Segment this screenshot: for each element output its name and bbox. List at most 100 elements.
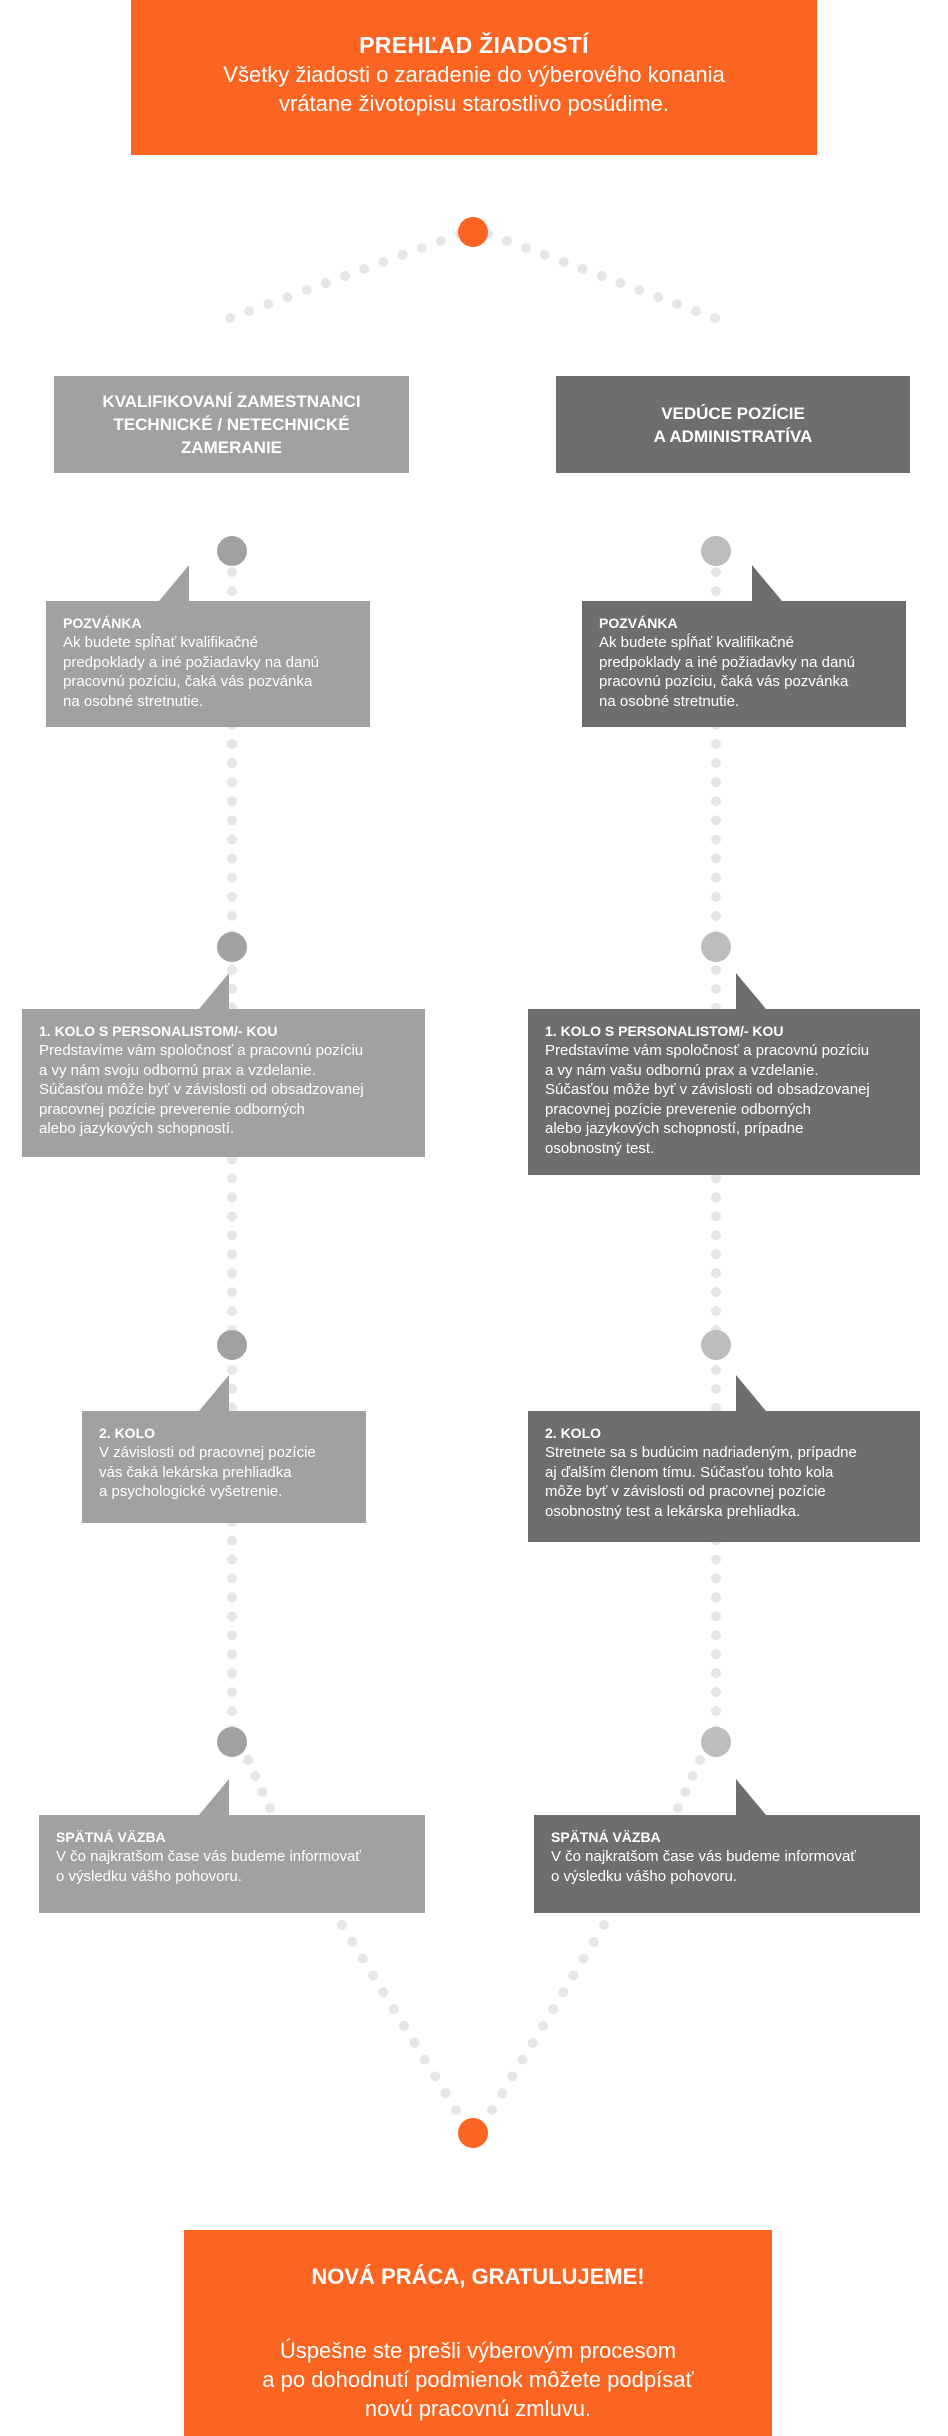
connector-dot (227, 1192, 237, 1203)
card-line: pracovnej pozície preverenie odborných (545, 1100, 811, 1118)
connector-dot (711, 1192, 721, 1203)
card-line: vás čaká lekárska prehliadka (99, 1463, 292, 1481)
connector-dot (711, 738, 721, 749)
connector-dot (634, 285, 645, 295)
end-node (458, 2118, 488, 2148)
connector-dot (227, 910, 237, 921)
connector-dot (397, 250, 408, 260)
connector-dot (227, 1630, 237, 1641)
card-line: môže byť v závislosti od pracovnej pozíc… (545, 1483, 826, 1500)
connector-dot (227, 758, 237, 769)
card-line: Súčasťou môže byť v závislosti od obsadz… (545, 1081, 870, 1098)
card-line: pracovnú pozíciu, čaká vás pozvánka (63, 673, 313, 690)
connector-dot (227, 777, 237, 788)
step-node-left (217, 1727, 247, 1757)
connector-dot (416, 243, 427, 253)
connector-dot (320, 278, 331, 288)
connector-dot (578, 1953, 589, 1964)
header-management-positions: VEDÚCE POZÍCIE A ADMINISTRATÍVA (556, 376, 910, 473)
start-node (458, 217, 488, 247)
card-line: a vy nám svoju odbornú prax a vzdelanie. (39, 1061, 316, 1079)
connector-dot (558, 1987, 569, 1998)
connector-dot (227, 1306, 237, 1317)
left-card-round-1: 1. KOLO S PERSONALISTOM/- KOU Predstavím… (22, 973, 425, 1157)
connector-dot (227, 1706, 237, 1717)
overview-banner: PREHĽAD ŽIADOSTÍ Všetky žiadosti o zarad… (131, 0, 817, 155)
connector-dot (227, 1249, 237, 1260)
connector-dot (568, 1970, 579, 1981)
card-line: predpoklady a iné požiadavky na danú (599, 653, 856, 671)
connector-dot (588, 1936, 599, 1947)
connector-dot (359, 264, 370, 274)
connector-dot (487, 2105, 497, 2115)
card-line: Predstavíme vám spoločnosť a pracovnú po… (39, 1042, 364, 1059)
left-card-round-2-title: 2. KOLO (99, 1425, 156, 1441)
connector-dot (250, 1771, 261, 1781)
connector-dot (517, 2054, 528, 2065)
step-node-right (701, 1727, 731, 1757)
connector-dot (527, 2037, 538, 2048)
connector-dot (368, 1970, 379, 1981)
connector-dot (711, 1383, 721, 1394)
card-line: o výsledku vášho pohovoru. (551, 1867, 737, 1885)
connector-dot (227, 1535, 237, 1546)
connector-dot (507, 2071, 518, 2082)
connector-dot (711, 1573, 721, 1584)
connector-dot (558, 257, 569, 267)
connector-dot (399, 2020, 410, 2031)
connector-dot (340, 271, 350, 281)
card-line: a vy nám vašu odbornú prax a vzdelanie. (545, 1061, 819, 1079)
right-card-invitation: POZVÁNKA Ak budete spĺňať kvalifikačné p… (582, 565, 906, 727)
connector-dot (711, 796, 721, 807)
connector-dot (227, 1287, 237, 1298)
new-job-banner: NOVÁ PRÁCA, GRATULUJEME! Úspešne ste pre… (184, 2230, 772, 2436)
connector-dot (227, 738, 237, 749)
connector-dot (227, 1573, 237, 1584)
connector-dot (378, 257, 389, 267)
connector-dot (227, 796, 237, 807)
card-line: pracovnú pozíciu, čaká vás pozvánka (599, 673, 849, 690)
card-line: predpoklady a iné požiadavky na danú (63, 653, 320, 671)
header-left-line-3: ZAMERANIE (180, 438, 283, 457)
left-card-round-2: 2. KOLO V závislosti od pracovnej pozíci… (82, 1375, 366, 1523)
connector-dot (711, 1230, 721, 1241)
connector-dot (227, 586, 237, 597)
connector-dot (711, 1249, 721, 1260)
connector-dot (673, 1803, 683, 1813)
connector-dot (227, 1687, 237, 1698)
header-right-line-2: A ADMINISTRATÍVA (653, 426, 813, 446)
step-node-left (217, 932, 247, 962)
connector-dot (711, 777, 721, 788)
card-line: V čo najkratšom čase vás budeme informov… (551, 1848, 856, 1865)
connector-dot (710, 313, 720, 323)
step-node-right (701, 932, 731, 962)
connector-dot (520, 243, 531, 253)
connector-dot (227, 1325, 237, 1335)
connector-dot (711, 834, 721, 845)
connector-dot (440, 2088, 451, 2099)
card-line: Ak budete spĺňať kvalifikačné (599, 634, 794, 651)
connector-dot (711, 891, 721, 902)
header-right-line-1: VEDÚCE POZÍCIE (661, 403, 805, 423)
connector-dot (711, 586, 721, 597)
connector-dot (548, 2004, 559, 2015)
connector-dot (430, 2071, 441, 2082)
connector-dot (691, 306, 702, 316)
card-line: osobnostný test a lekárska prehliadka. (545, 1502, 801, 1520)
new-job-line-3: novú pracovnú zmluvu. (364, 2396, 592, 2421)
card-line: Stretnete sa s budúcim nadriadeným, príp… (545, 1444, 857, 1461)
connector-dot (711, 1306, 721, 1317)
connector-dot (711, 758, 721, 769)
left-card-invitation-title: POZVÁNKA (63, 615, 142, 631)
connector-dot (711, 1211, 721, 1222)
connector-dot (711, 1554, 721, 1565)
card-line: V čo najkratšom čase vás budeme informov… (56, 1848, 361, 1865)
connector-dot (687, 1771, 698, 1781)
connector-dot (263, 299, 274, 309)
connector-dot (301, 285, 312, 295)
connector-dot (227, 1268, 237, 1279)
right-card-round-2: 2. KOLO Stretnete sa s budúcim nadriaden… (528, 1375, 920, 1542)
connector-dot (711, 1268, 721, 1279)
connector-dot (711, 1706, 721, 1717)
